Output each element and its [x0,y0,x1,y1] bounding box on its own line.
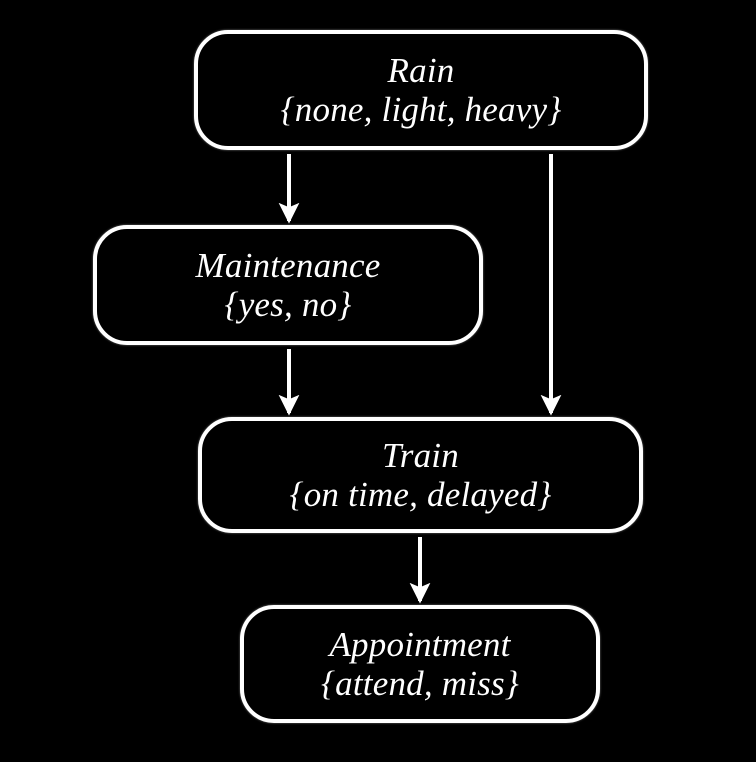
node-maintenance[interactable]: Maintenance {yes, no} [93,225,483,345]
node-train-name: Train [382,435,459,475]
node-train-states: {on time, delayed} [289,475,552,514]
node-rain-name: Rain [387,50,455,90]
node-maintenance-name: Maintenance [195,245,381,285]
node-train[interactable]: Train {on time, delayed} [198,417,643,533]
node-appointment-states: {attend, miss} [320,664,520,703]
node-rain-states: {none, light, heavy} [280,90,562,129]
node-appointment-name: Appointment [329,624,511,664]
node-rain[interactable]: Rain {none, light, heavy} [194,30,648,150]
node-maintenance-states: {yes, no} [224,285,352,324]
node-appointment[interactable]: Appointment {attend, miss} [240,605,600,723]
